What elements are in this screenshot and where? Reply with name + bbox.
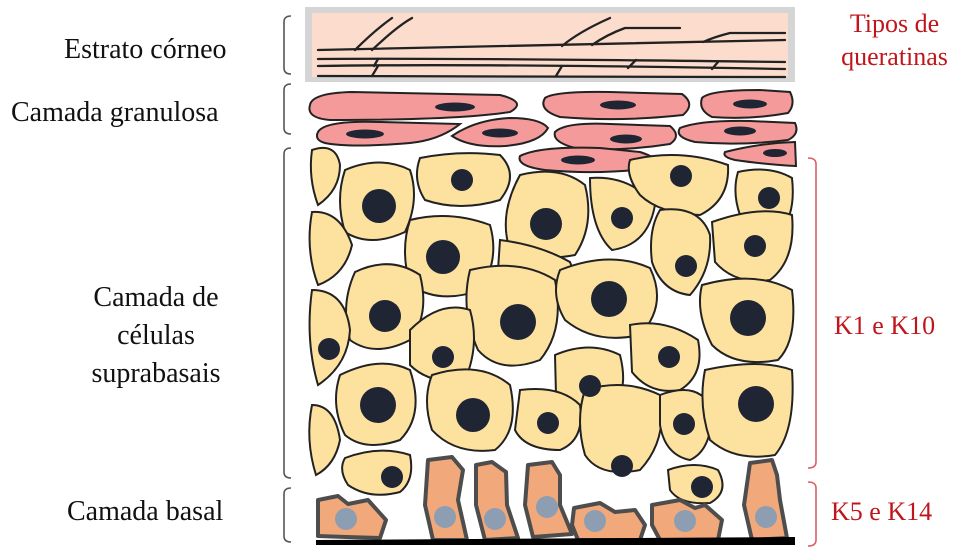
- basement-membrane: [316, 537, 795, 545]
- bracket-k1-k10: [808, 158, 816, 468]
- label-granular-layer: Camada granulosa: [11, 94, 219, 132]
- keratin-k1-k10-label: K1 e K10: [834, 309, 935, 342]
- label-stratum-corneum: Estrato córneo: [64, 31, 227, 69]
- label-suprabasal-line3: suprabasais: [66, 355, 246, 393]
- label-suprabasal-line1: Camada de: [66, 279, 246, 317]
- bracket-basal: [284, 488, 291, 542]
- granular-layer: [309, 90, 796, 172]
- bracket-k5-k14: [808, 482, 816, 546]
- keratin-header-line1: Tipos de: [832, 7, 957, 40]
- bracket-suprabasal: [284, 148, 291, 478]
- label-basal-layer: Camada basal: [67, 493, 223, 531]
- keratin-types-header: Tipos de queratinas: [832, 7, 957, 73]
- label-suprabasal-layer: Camada de células suprabasais: [66, 279, 246, 393]
- keratin-k5-k14-label: K5 e K14: [831, 495, 932, 528]
- bracket-granular: [284, 84, 291, 134]
- keratin-header-line2: queratinas: [832, 40, 957, 73]
- bracket-stratum-corneum: [284, 16, 291, 74]
- stratum-corneum: [305, 7, 795, 82]
- suprabasal-layer: [309, 148, 793, 503]
- label-suprabasal-line2: células: [66, 317, 246, 355]
- granular-cells: [309, 90, 796, 172]
